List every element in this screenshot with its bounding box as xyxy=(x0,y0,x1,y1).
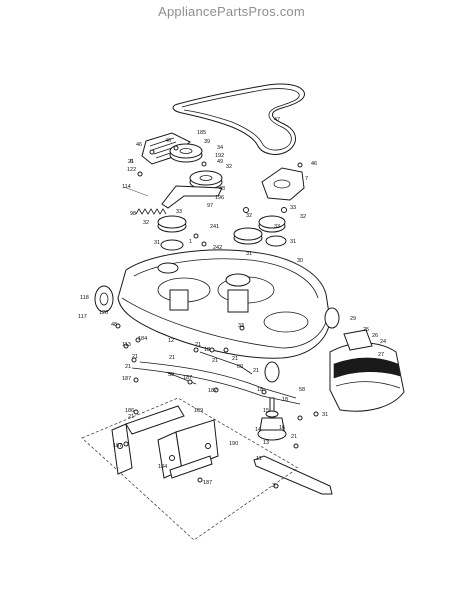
callout-122: 122 xyxy=(127,167,136,173)
callout-187d: 187 xyxy=(113,443,122,449)
callout-24: 24 xyxy=(380,339,386,345)
callout-26: 26 xyxy=(372,333,378,339)
callout-97: 97 xyxy=(207,203,213,209)
callout-21f: 21 xyxy=(232,356,238,362)
callout-21h: 21 xyxy=(253,368,259,374)
callout-189: 189 xyxy=(194,408,203,414)
callout-34: 34 xyxy=(217,145,223,151)
callout-59: 59 xyxy=(168,372,174,378)
callout-16: 16 xyxy=(279,425,285,431)
callout-184a: 184 xyxy=(138,336,147,342)
callout-21j: 21 xyxy=(291,434,297,440)
callout-25: 25 xyxy=(363,327,369,333)
callout-184b: 184 xyxy=(158,464,167,470)
callout-15: 15 xyxy=(263,408,269,414)
mower-deck-housing[interactable] xyxy=(117,249,331,359)
callout-27: 27 xyxy=(378,352,384,358)
callout-187a: 187 xyxy=(122,376,131,382)
gauge-wheel-rear[interactable] xyxy=(264,361,280,383)
callout-242: 242 xyxy=(213,245,222,251)
idler-spring[interactable] xyxy=(123,186,167,215)
callout-31a: 31 xyxy=(154,240,160,246)
callout-39: 39 xyxy=(204,139,210,145)
callout-18c: 18 xyxy=(282,397,288,403)
callout-187c: 187 xyxy=(208,388,217,394)
callout-32d: 32 xyxy=(300,214,306,220)
callout-113: 113 xyxy=(122,342,131,348)
watermark-text: AppliancePartsPros.com xyxy=(158,4,305,19)
callout-6: 6 xyxy=(130,159,133,165)
callout-114: 114 xyxy=(122,184,131,190)
callout-21e: 21 xyxy=(212,358,218,364)
right-belt-cover[interactable] xyxy=(261,167,305,201)
callout-18b: 18 xyxy=(257,387,263,393)
callout-11: 11 xyxy=(256,456,262,462)
callout-33c: 33 xyxy=(274,224,280,230)
callout-48: 48 xyxy=(111,322,117,328)
callout-31c: 31 xyxy=(246,251,252,257)
callout-118: 118 xyxy=(80,295,89,301)
callout-47: 47 xyxy=(274,117,280,123)
drive-belt[interactable] xyxy=(172,83,305,155)
spindle-pulley-left[interactable] xyxy=(157,215,187,251)
callout-43: 43 xyxy=(219,186,225,192)
callout-14: 14 xyxy=(255,427,261,433)
callout-21i: 21 xyxy=(128,414,134,420)
gauge-wheel-left[interactable] xyxy=(94,285,114,313)
callout-12: 12 xyxy=(168,338,174,344)
callout-21b: 21 xyxy=(132,354,138,360)
callout-33d: 33 xyxy=(238,323,244,329)
blade-spindle-assembly[interactable] xyxy=(257,397,287,441)
callout-241: 241 xyxy=(210,224,219,230)
callout-7: 7 xyxy=(305,176,308,182)
callout-1: 1 xyxy=(189,239,192,245)
left-belt-cover[interactable] xyxy=(141,132,191,165)
deck-hanger-bracket[interactable] xyxy=(81,397,299,541)
callout-31d: 31 xyxy=(322,412,328,418)
callout-21a: 21 xyxy=(128,159,134,165)
callout-190: 190 xyxy=(229,441,238,447)
gauge-wheel-right[interactable] xyxy=(324,307,340,329)
callout-46c: 46 xyxy=(311,161,317,167)
idler-pulley-middle[interactable] xyxy=(189,170,223,190)
discharge-chute[interactable] xyxy=(329,329,405,412)
callout-3: 3 xyxy=(272,483,275,489)
callout-31b: 31 xyxy=(290,239,296,245)
callout-33a: 33 xyxy=(176,209,182,215)
fasteners[interactable] xyxy=(115,145,319,489)
callout-192: 192 xyxy=(215,153,224,159)
callout-117: 117 xyxy=(78,314,87,320)
callout-33b: 33 xyxy=(290,205,296,211)
callout-49: 49 xyxy=(217,159,223,165)
callout-32b: 32 xyxy=(143,220,149,226)
callout-32a: 32 xyxy=(226,164,232,170)
callout-46a: 46 xyxy=(136,142,142,148)
callout-186: 186 xyxy=(125,408,134,414)
callout-21d: 21 xyxy=(195,342,201,348)
callout-29: 29 xyxy=(350,316,356,322)
callout-60: 60 xyxy=(237,364,243,370)
callout-185: 185 xyxy=(197,130,206,136)
callout-30: 30 xyxy=(297,258,303,264)
callout-196: 196 xyxy=(215,195,224,201)
callout-32c: 32 xyxy=(246,213,252,219)
callout-187e: 187 xyxy=(203,480,212,486)
callout-120: 120 xyxy=(99,310,108,316)
callout-98: 98 xyxy=(130,211,136,217)
callout-13: 13 xyxy=(263,440,269,446)
callout-187b: 187 xyxy=(183,375,192,381)
spindle-pulley-right[interactable] xyxy=(258,215,287,247)
callout-58: 58 xyxy=(299,387,305,393)
callout-46b: 46 xyxy=(165,138,171,144)
idler-arm[interactable] xyxy=(161,185,223,209)
callout-18a: 18 xyxy=(204,347,210,353)
callout-21g: 21 xyxy=(125,364,131,370)
mower-blade[interactable] xyxy=(253,455,333,495)
callout-21c: 21 xyxy=(169,355,175,361)
